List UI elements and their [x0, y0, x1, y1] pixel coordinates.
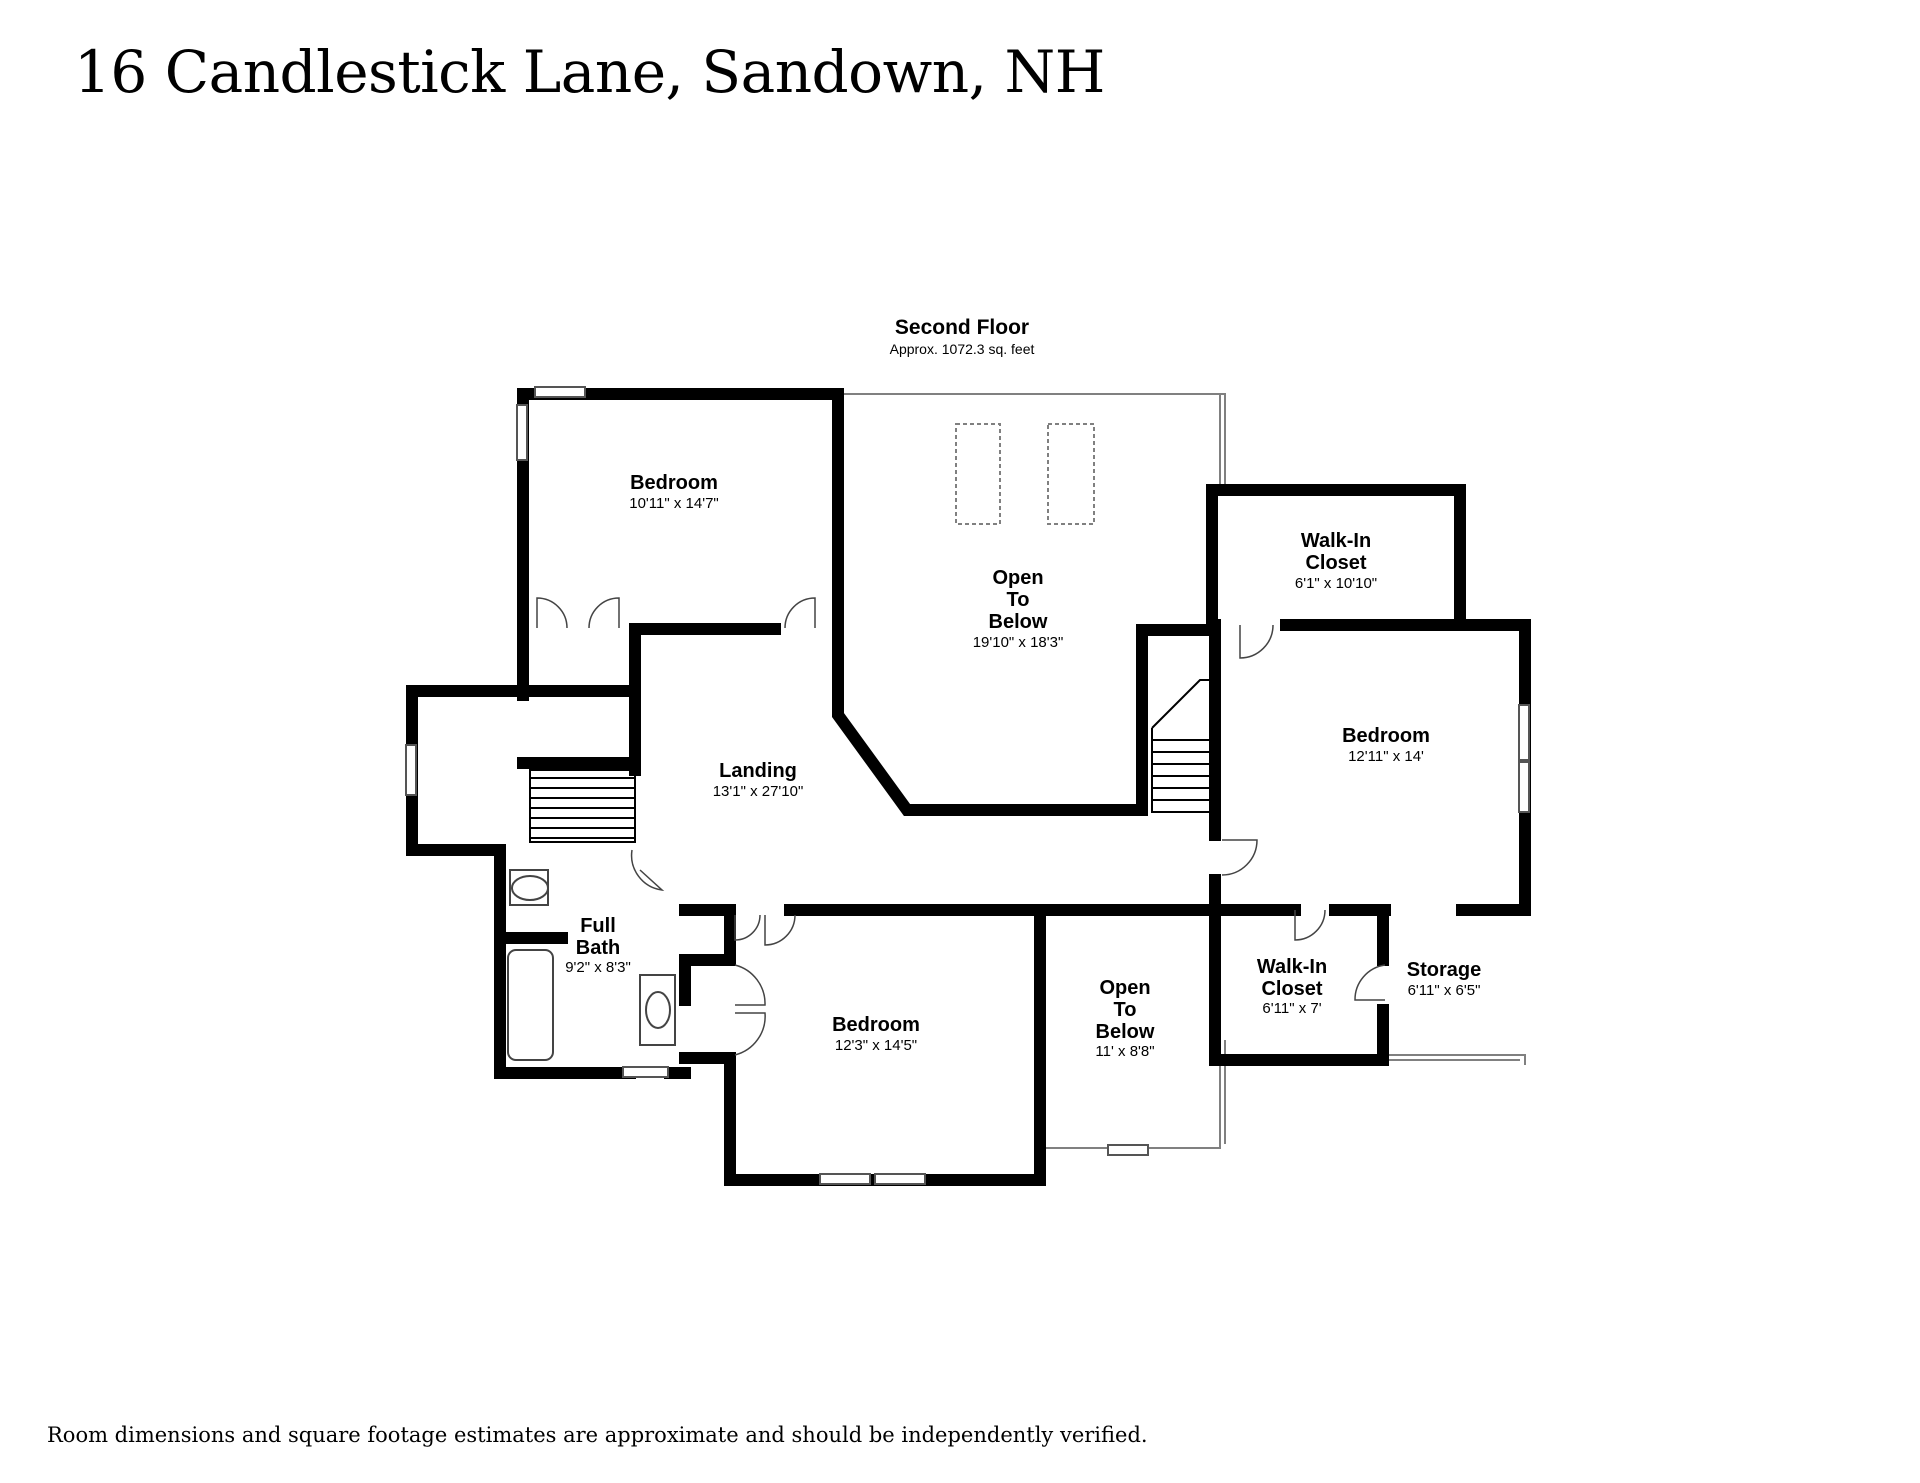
room-open-below-top: Open To Below 19'10" x 18'3" [973, 567, 1064, 651]
room-dims: 6'1" x 10'10" [1295, 575, 1377, 592]
room-name: Below [989, 611, 1048, 633]
floor-area: Approx. 1072.3 sq. feet [890, 341, 1035, 357]
room-name: Landing [719, 760, 797, 782]
windows [405, 386, 1530, 1185]
room-open-below-bottom: Open To Below 11' x 8'8" [1095, 977, 1154, 1060]
room-name: Bedroom [832, 1014, 920, 1036]
room-dims: 6'11" x 7' [1262, 1000, 1321, 1017]
room-name: Bath [576, 937, 620, 959]
bath-fixtures [507, 869, 676, 1061]
page-title: 16 Candlestick Lane, Sandown, NH [74, 38, 1105, 106]
room-bedroom-nw: Bedroom 10'11" x 14'7" [629, 472, 719, 512]
room-dims: 6'11" x 6'5" [1408, 982, 1481, 999]
room-name: To [1007, 589, 1030, 611]
room-name: Bedroom [630, 472, 718, 494]
sink-icon [645, 991, 671, 1029]
skylight [955, 423, 1001, 525]
vanity [639, 974, 676, 1046]
room-dims: 12'3" x 14'5" [835, 1037, 917, 1054]
room-name: Closet [1305, 552, 1366, 574]
doors [536, 597, 1386, 1056]
thin-outlines [838, 393, 1526, 1149]
stairs-right [1151, 679, 1211, 813]
floor-name: Second Floor [895, 316, 1029, 339]
room-full-bath: Full Bath 9'2" x 8'3" [565, 915, 631, 976]
room-walkin-closet-top: Walk-In Closet 6'1" x 10'10" [1295, 530, 1377, 592]
room-dims: 13'1" x 27'10" [713, 783, 804, 800]
room-dims: 9'2" x 8'3" [565, 959, 631, 976]
bathtub-icon [507, 949, 554, 1061]
room-dims: 10'11" x 14'7" [629, 495, 719, 512]
stairs-left [529, 769, 636, 843]
room-name: Walk-In [1257, 956, 1327, 978]
room-dims: 12'11" x 14' [1348, 748, 1424, 765]
room-name: Storage [1407, 959, 1481, 981]
room-dims: 19'10" x 18'3" [973, 634, 1064, 651]
room-name: Open [992, 567, 1043, 589]
room-name: Walk-In [1301, 530, 1371, 552]
disclaimer-note: Room dimensions and square footage estim… [47, 1423, 1148, 1447]
room-name: Open [1099, 977, 1150, 999]
room-bedroom-e: Bedroom 12'11" x 14' [1342, 725, 1430, 765]
room-name: Bedroom [1342, 725, 1430, 747]
toilet-icon [511, 875, 549, 901]
walls [406, 388, 1531, 1186]
room-landing: Landing 13'1" x 27'10" [713, 760, 804, 800]
skylight [1047, 423, 1095, 525]
room-name: Full [580, 915, 616, 937]
room-bedroom-s: Bedroom 12'3" x 14'5" [832, 1014, 920, 1054]
room-name: Closet [1261, 978, 1322, 1000]
room-dims: 11' x 8'8" [1095, 1043, 1154, 1060]
room-name: To [1114, 999, 1137, 1021]
room-storage: Storage 6'11" x 6'5" [1407, 959, 1481, 999]
room-name: Below [1096, 1021, 1155, 1043]
room-walkin-closet-bottom: Walk-In Closet 6'11" x 7' [1257, 956, 1327, 1017]
